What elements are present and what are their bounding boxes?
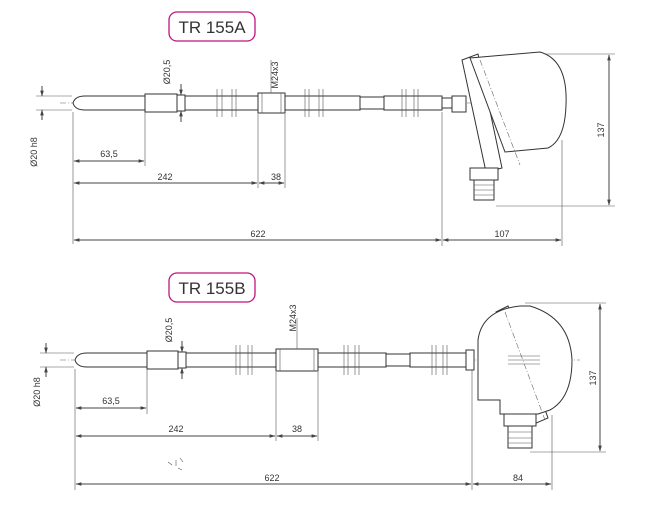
dim-head-width-a: 107 <box>494 229 509 239</box>
dim-head-height-a: 137 <box>596 122 606 137</box>
tube-segment-a1 <box>144 93 178 113</box>
dim-to-thread-a: 242 <box>157 172 172 182</box>
tube-segment-a4 <box>359 96 385 110</box>
variant-a: TR 155A <box>29 11 615 246</box>
dim-head-width-b: 84 <box>513 473 523 483</box>
stray-marks <box>167 457 184 471</box>
dim-thread-length-b: 38 <box>292 424 302 434</box>
dim-to-thread-b: 242 <box>168 424 183 434</box>
title-b: TR 155B <box>178 279 245 298</box>
dim-thread-a: M24x3 <box>270 61 280 88</box>
dim-total-length-a: 622 <box>250 229 265 239</box>
tube-segment-b2 <box>185 352 277 368</box>
title-badge-a <box>168 11 256 42</box>
dim-total-length-b: 622 <box>264 473 279 483</box>
terminal-head-a <box>451 51 567 201</box>
collar-a1 <box>176 94 186 112</box>
dim-head-height-b: 137 <box>588 370 598 385</box>
dim-stem-diameter-a: Ø20,5 <box>162 60 172 85</box>
terminal-head-b <box>477 305 573 449</box>
tube-segment-b1 <box>146 350 179 370</box>
tube-segment-a3 <box>284 95 361 111</box>
tube-segment-a2 <box>184 95 259 111</box>
dim-thread-b: M24x3 <box>288 304 298 331</box>
thread-b <box>275 348 319 372</box>
dim-thread-length-a: 38 <box>271 172 281 182</box>
probe-tip-b <box>74 352 148 368</box>
tube-segment-b3 <box>317 352 387 368</box>
title-badge-b <box>168 272 256 303</box>
dim-stem-diameter-b: Ø20,5 <box>164 318 174 343</box>
variant-b: TR 155B <box>32 272 606 490</box>
dim-tip-diameter-b: Ø20 h8 <box>32 377 42 407</box>
title-a: TR 155A <box>178 18 246 37</box>
collar-b1 <box>177 351 187 369</box>
probe-tip-a <box>72 95 146 111</box>
dim-tip-length-b: 63,5 <box>102 396 120 406</box>
break-marks-a <box>216 89 419 117</box>
dim-tip-length-a: 63,5 <box>100 149 118 159</box>
tube-segment-a5 <box>383 95 443 111</box>
neck-b <box>465 349 475 371</box>
dim-tip-diameter-a: Ø20 h8 <box>29 137 39 167</box>
break-marks-b <box>235 345 448 375</box>
tube-segment-b5 <box>409 352 467 368</box>
tube-segment-b4 <box>385 353 411 367</box>
